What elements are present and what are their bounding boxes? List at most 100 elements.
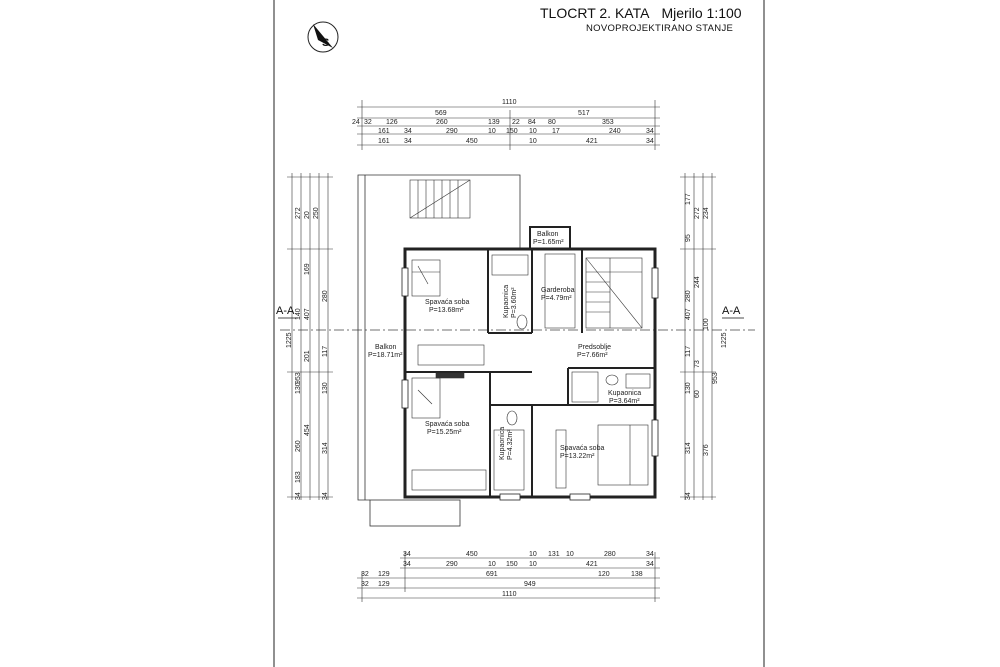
dim-label: 421 [586, 561, 598, 568]
room-name-kupaonica-1: Kupaonica [503, 285, 510, 318]
dim-label: 34 [403, 551, 411, 558]
room-area-garderoba: P=4.79m² [541, 295, 572, 302]
top-staircase [409, 179, 471, 219]
dim-label: 314 [322, 442, 329, 454]
bathroom-fixtures-icon [491, 253, 651, 491]
compass-letter: S [322, 37, 329, 49]
dim-label: 34 [322, 492, 329, 500]
room-area-spavaca-1: P=13.68m² [429, 307, 464, 314]
dim-label: 60 [694, 390, 701, 398]
dim-label: 20 [304, 211, 311, 219]
dim-label: 10 [488, 561, 496, 568]
dim-label: 240 [609, 128, 621, 135]
dim-label: 260 [295, 440, 302, 452]
dim-label: 183 [295, 471, 302, 483]
room-name-garderoba: Garderoba [541, 287, 575, 294]
bed-1-icon [411, 259, 485, 366]
dim-label: 130 [685, 382, 692, 394]
dim-label: 1225 [721, 332, 728, 348]
dim-label: 169 [304, 263, 311, 275]
dim-label: 32 [361, 571, 369, 578]
dim-label: 117 [322, 346, 329, 357]
dim-label: 34 [404, 128, 412, 135]
dim-label: 407 [685, 308, 692, 320]
bottom-dimension-labels: 34 450 10 131 10 280 34 34 290 10 150 10… [361, 551, 654, 598]
dim-label: 450 [466, 138, 478, 145]
dim-label: 280 [685, 290, 692, 302]
dim-label: 34 [403, 561, 411, 568]
dim-label: 161 [378, 138, 390, 145]
dim-label: 517 [578, 110, 590, 117]
dim-label: 10 [529, 138, 537, 145]
dim-label: 130 [322, 382, 329, 394]
room-area-balkon-small: P=1.65m² [533, 239, 564, 246]
dim-label: 10 [566, 551, 574, 558]
small-balcony [529, 226, 571, 250]
compass-icon: S [307, 21, 339, 53]
dim-label: 150 [506, 561, 518, 568]
dim-label: 376 [703, 444, 710, 456]
dim-label: 161 [378, 128, 390, 135]
dim-label: 272 [295, 207, 302, 219]
dim-label: 34 [646, 551, 654, 558]
room-area-balkon-big: P=18.71m² [368, 352, 403, 359]
dim-label: 1225 [286, 332, 293, 348]
room-name-balkon-big: Balkon [375, 344, 397, 351]
dim-label: 150 [506, 128, 518, 135]
dim-label: 290 [446, 128, 458, 135]
dim-label: 290 [446, 561, 458, 568]
big-balcony [357, 174, 521, 527]
dim-label: 691 [486, 571, 498, 578]
dim-label: 32 [364, 119, 372, 126]
room-area-spavaca-3: P=13.22m² [560, 453, 595, 460]
dim-label: 234 [703, 207, 710, 219]
internal-walls [405, 249, 655, 497]
dim-label: 34 [295, 492, 302, 500]
dim-label: 280 [322, 290, 329, 302]
dim-label: 24 [352, 119, 360, 126]
title-text: TLOCRT 2. KATA [540, 5, 650, 21]
dim-label: 100 [703, 318, 710, 330]
dim-label: 177 [685, 193, 692, 205]
dim-label: 10 [488, 128, 496, 135]
bed-2-icon [411, 372, 487, 491]
room-name-kupaonica-2: Kupaonica [608, 390, 641, 397]
dim-label: 131 [548, 551, 560, 558]
dim-label: 34 [646, 128, 654, 135]
dim-label: 140 [295, 308, 302, 320]
bottom-dimensions [357, 552, 660, 602]
room-name-spavaca-3: Spavaća soba [560, 445, 604, 452]
right-dimension-labels: 177 95 280 117 130 314 34 272 244 100 73… [685, 193, 728, 500]
dim-label: 10 [529, 128, 537, 135]
dim-label: 80 [548, 119, 556, 126]
dim-label: 139 [488, 119, 500, 126]
dim-label: 244 [694, 276, 701, 288]
dim-label: 953 [712, 372, 719, 384]
dim-label: 569 [435, 110, 447, 117]
dim-label: 22 [512, 119, 520, 126]
room-name-balkon-small: Balkon [537, 231, 559, 238]
dim-label: 126 [386, 119, 398, 126]
dim-label: 272 [694, 207, 701, 219]
dim-label: 1110 [502, 591, 517, 598]
dim-label: 953 [295, 372, 302, 384]
dim-label: 34 [404, 138, 412, 145]
dim-label: 34 [685, 492, 692, 500]
top-dimensions [357, 100, 660, 150]
dim-label: 117 [685, 346, 692, 357]
room-area-kupaonica-3: P=4.32m² [507, 429, 514, 460]
dim-label: 407 [304, 308, 311, 320]
bed-3-icon [555, 424, 649, 489]
room-name-kupaonica-3: Kupaonica [499, 427, 506, 460]
section-mark-right: A-A [722, 305, 741, 317]
dim-label: 280 [604, 551, 616, 558]
dim-label: 250 [313, 207, 320, 219]
room-name-spavaca-1: Spavaća soba [425, 299, 469, 306]
room-area-spavaca-2: P=15.25m² [427, 429, 462, 436]
dim-label: 34 [646, 561, 654, 568]
room-area-kupaonica-2: P=3.64m² [609, 398, 640, 405]
dim-label: 10 [529, 551, 537, 558]
